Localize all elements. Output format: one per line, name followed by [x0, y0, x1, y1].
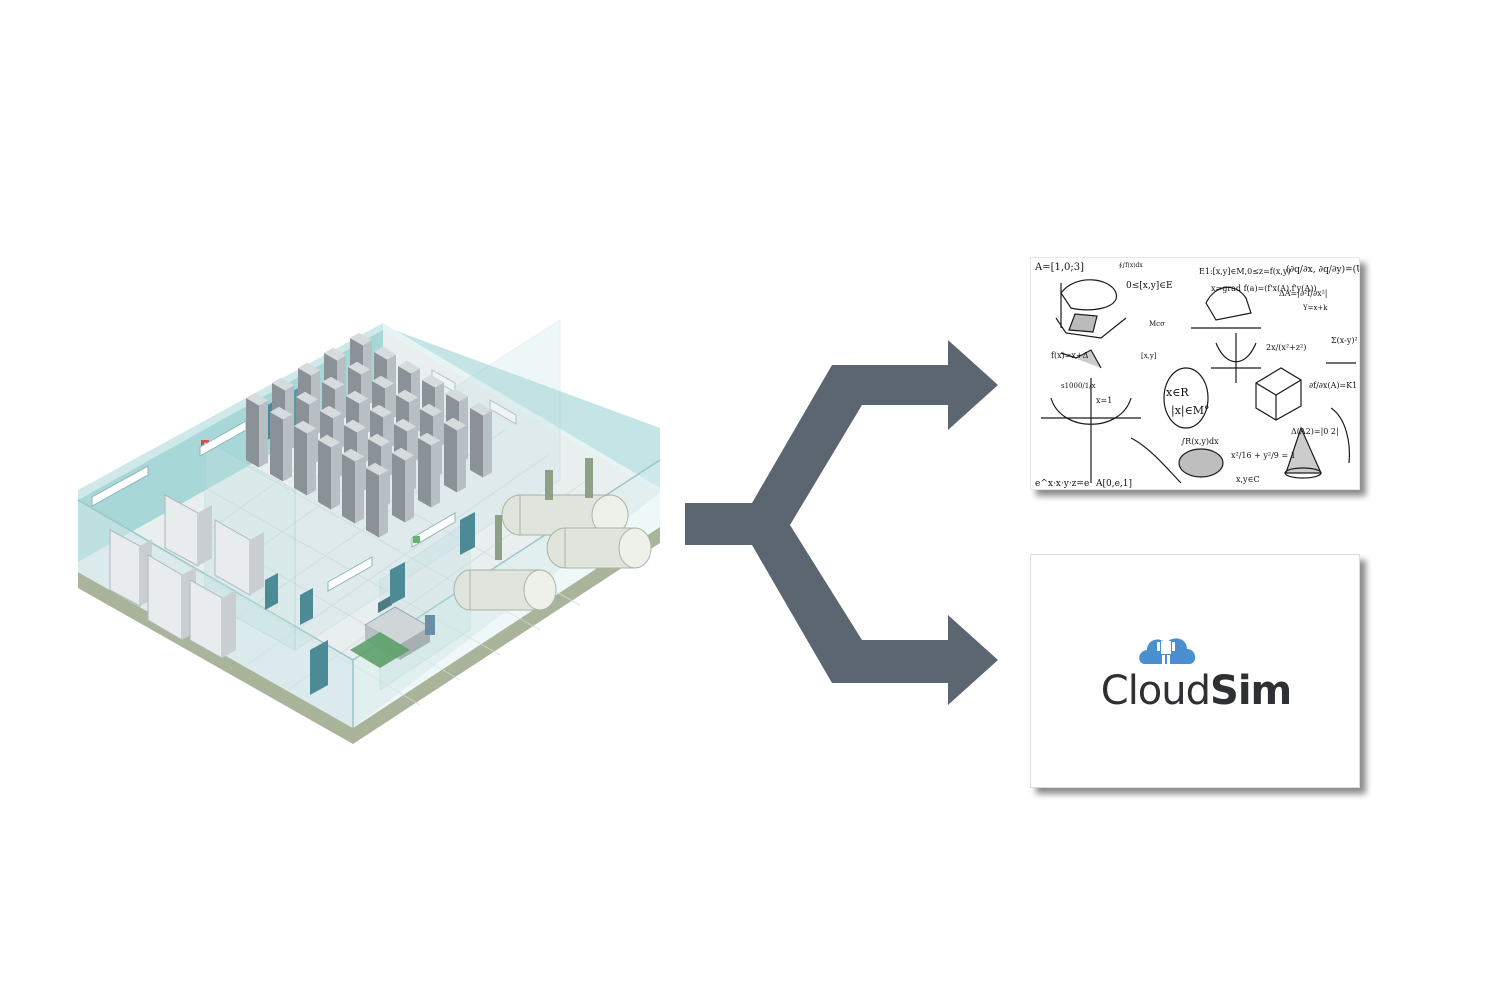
math-formula: |x|∈M° [1171, 404, 1210, 418]
math-formula: [x,y] [1141, 352, 1157, 360]
math-formula: Y=x+k [1302, 304, 1328, 312]
server-rack [444, 417, 466, 493]
math-formula: f(x)=x+Δ [1051, 351, 1089, 360]
math-formula: x²/16 + y²/9 = 1 [1231, 451, 1296, 460]
math-formula: A=[1,0;3] [1034, 262, 1084, 273]
electrical-cabinets [109, 494, 264, 659]
math-formula: s1000/1/x [1061, 382, 1096, 390]
math-formulas-card: A=[1,0;3] ∮∫f(x)dx (∂q/∂x, ∂q/∂y)=(U,V) 0≤[… [1030, 257, 1360, 490]
math-formula: x=1 [1096, 396, 1112, 405]
math-formula: ∫R(x,y)dx [1181, 437, 1219, 446]
branch-arrow-shape [685, 340, 998, 705]
chiller-units [453, 458, 652, 611]
math-formula: x,y∈C [1236, 475, 1260, 484]
math-formulas-drawing: A=[1,0;3] ∮∫f(x)dx (∂q/∂x, ∂q/∂y)=(U,V) 0≤[… [1034, 262, 1360, 489]
cloud-robot-icon [1139, 634, 1196, 664]
math-formula: e^x·x·y·z=e [1035, 479, 1089, 489]
cloudsim-wordmark: CloudSim [1031, 671, 1361, 711]
server-rack [418, 432, 440, 508]
door-5 [460, 512, 475, 555]
math-formula: (∂q/∂x, ∂q/∂y)=(U,V) [1286, 264, 1360, 275]
math-formula: E1:[x,y]∈M,0≤z=f(x,y) [1199, 267, 1291, 276]
door-4 [390, 562, 405, 605]
door-2 [300, 588, 313, 625]
robot-shape [1157, 634, 1175, 664]
math-formula: Δ(A2)=|0 2| [1291, 427, 1339, 436]
cloudsim-logo-card: CloudSim [1030, 554, 1360, 788]
cloudsim-word-sim: Sim [1210, 668, 1292, 714]
door-3 [310, 640, 328, 695]
server-rack-grid [246, 332, 492, 538]
math-formula: 2x/(x²+z²) [1266, 343, 1306, 352]
server-rack [392, 447, 414, 523]
math-formula: ∮∫f(x)dx [1119, 262, 1143, 269]
math-formula: Mcσ [1149, 320, 1165, 328]
server-rack [366, 462, 388, 538]
math-formula: A[0,e,1] [1095, 479, 1132, 489]
door-1 [265, 573, 278, 610]
server-rack [246, 392, 268, 468]
server-rack [270, 406, 292, 482]
server-rack [318, 434, 340, 510]
math-formula: ∂f/∂x(A)=K1 [1309, 381, 1357, 390]
ac-unit-2 [489, 399, 517, 425]
math-formula: x=grad f(a)=(f'x(A),f'y(A)) [1211, 284, 1316, 293]
operator-desk [350, 595, 435, 668]
math-formula: ΔA=|∂²f/∂x²| [1279, 289, 1328, 298]
math-formula: x∈R [1166, 386, 1189, 399]
server-rack [294, 420, 316, 496]
math-formula: Σ(x-y)² [1331, 336, 1358, 345]
math-formula: 0≤[x,y]∈E [1126, 281, 1173, 291]
server-rack [470, 402, 492, 478]
cloudsim-word-cloud: Cloud [1100, 668, 1211, 714]
server-rack [342, 448, 364, 524]
